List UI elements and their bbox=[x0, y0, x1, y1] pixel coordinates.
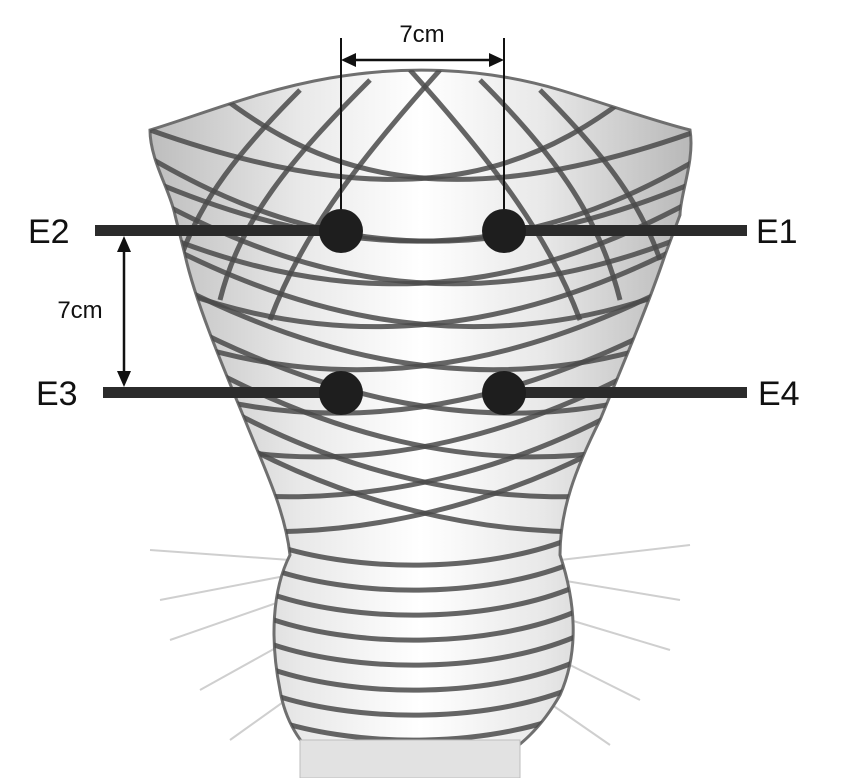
electrode-e3: E3 bbox=[36, 371, 363, 415]
electrode-e4: E4 bbox=[482, 371, 800, 415]
electrode-e4-lead bbox=[504, 387, 747, 398]
electrode-e3-lead bbox=[103, 387, 341, 398]
arrow-left-icon bbox=[341, 53, 356, 67]
electrode-e3-label: E3 bbox=[36, 375, 78, 413]
muscle-fibre-mesh bbox=[150, 70, 692, 761]
arrow-up-icon bbox=[117, 236, 131, 252]
electrode-e4-label: E4 bbox=[758, 375, 800, 413]
electrode-e2-lead bbox=[95, 225, 341, 236]
electrode-e2-contact bbox=[319, 209, 363, 253]
electrode-e2-label: E2 bbox=[28, 213, 70, 251]
electrode-e4-contact bbox=[482, 371, 526, 415]
uterus-body bbox=[148, 68, 693, 778]
electrode-e2: E2 bbox=[28, 209, 363, 253]
electrode-e1: E1 bbox=[482, 209, 798, 253]
electrode-e3-contact bbox=[319, 371, 363, 415]
horizontal-dimension: 7cm bbox=[340, 21, 505, 228]
arrow-right-icon bbox=[489, 53, 504, 67]
electrode-e1-lead bbox=[504, 225, 747, 236]
cervix bbox=[299, 739, 521, 778]
arrow-down-icon bbox=[117, 371, 131, 387]
electrode-e1-label: E1 bbox=[756, 213, 798, 251]
horizontal-distance-label: 7cm bbox=[399, 21, 444, 48]
electrode-e1-contact bbox=[482, 209, 526, 253]
vertical-dimension: 7cm bbox=[57, 236, 131, 387]
vertical-distance-label: 7cm bbox=[57, 297, 102, 324]
